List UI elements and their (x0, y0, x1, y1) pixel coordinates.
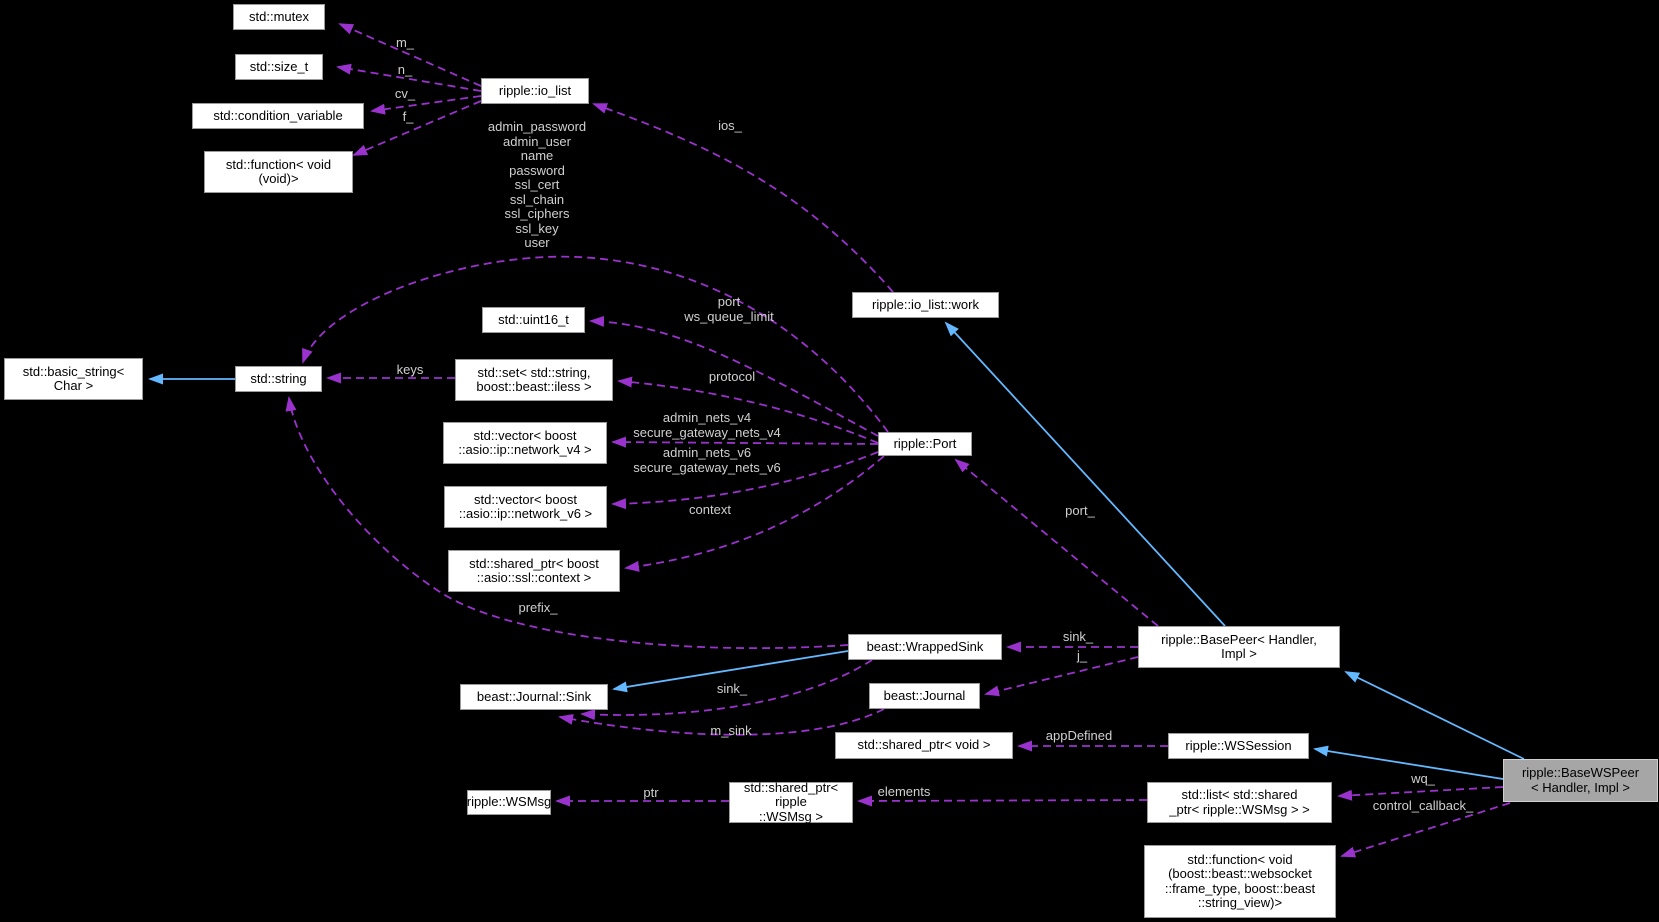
node-beast-wrappedsink[interactable]: beast::WrappedSink (848, 634, 1002, 660)
node-ripple-port[interactable]: ripple::Port (878, 432, 972, 456)
node-std-function-frame-type[interactable]: std::function< void (boost::beast::webso… (1144, 845, 1336, 918)
node-std-shared-ptr-ssl-context[interactable]: std::shared_ptr< boost ::asio::ssl::cont… (448, 550, 620, 592)
node-beast-journal-sink[interactable]: beast::Journal::Sink (460, 684, 608, 710)
edge-basewspeer-function-controlcallback (1340, 802, 1511, 858)
node-std-basic-string-char[interactable]: std::basic_string< Char > (4, 358, 143, 400)
edge-iolist-function (352, 100, 482, 156)
node-beast-journal[interactable]: beast::Journal (869, 683, 980, 709)
edge-journal-journalsink-msink (558, 708, 885, 736)
edge-iolist-sizet (336, 63, 482, 92)
node-std-size-t[interactable]: std::size_t (235, 54, 323, 80)
edge-port-sslcontext (624, 455, 885, 572)
edge-port-vector-v4 (611, 436, 879, 448)
node-std-set-string-iless[interactable]: std::set< std::string, boost::beast::ile… (455, 359, 613, 401)
edge-wrappedsink-journalsink-sink (580, 659, 873, 721)
edge-wrappedsink-string-prefix (285, 396, 849, 650)
inherit-basewspeer-wssession (1313, 745, 1504, 780)
node-ripple-io-list[interactable]: ripple::io_list (481, 78, 589, 104)
edge-basepeer-journal-j (984, 656, 1139, 697)
node-ripple-wsmsg[interactable]: ripple::WSMsg (467, 790, 551, 815)
node-std-shared-ptr-void[interactable]: std::shared_ptr< void > (835, 732, 1013, 759)
node-std-vector-network-v6[interactable]: std::vector< boost ::asio::ip::network_v… (444, 486, 607, 528)
node-std-vector-network-v4[interactable]: std::vector< boost ::asio::ip::network_v… (443, 422, 607, 464)
inherit-wrappedsink-journalsink (612, 650, 849, 693)
edge-port-uint16 (589, 315, 879, 437)
node-std-shared-ptr-wsmsg[interactable]: std::shared_ptr< ripple ::WSMsg > (729, 780, 853, 824)
node-std-function-void[interactable]: std::function< void (void)> (204, 151, 353, 193)
inherit-basepeer-work (944, 321, 1226, 627)
node-ripple-basepeer[interactable]: ripple::BasePeer< Handler, Impl > (1138, 626, 1340, 668)
edge-port-string-strings (302, 255, 889, 433)
node-std-condition-variable[interactable]: std::condition_variable (192, 103, 364, 129)
edge-iolist-condvar (370, 95, 482, 115)
edge-basepeer-port (954, 458, 1159, 627)
node-std-mutex[interactable]: std::mutex (233, 4, 325, 30)
node-std-string[interactable]: std::string (235, 366, 322, 392)
edge-list-sharedptrwsmsg-elements (857, 795, 1148, 807)
node-ripple-io-list-work[interactable]: ripple::io_list::work (852, 292, 999, 318)
node-std-list-shared-ptr-wsmsg[interactable]: std::list< std::shared _ptr< ripple::WSM… (1147, 782, 1332, 823)
edge-iolist-mutex (338, 23, 482, 87)
node-std-uint16-t[interactable]: std::uint16_t (482, 307, 585, 333)
inherit-basewspeer-basepeer (1344, 671, 1525, 760)
edge-basewspeer-list-wq (1337, 786, 1504, 801)
node-ripple-wssession[interactable]: ripple::WSSession (1168, 733, 1309, 759)
edge-port-vector-v6 (611, 451, 879, 510)
edge-port-set-protocol (617, 376, 879, 444)
node-ripple-basewspeer: ripple::BaseWSPeer < Handler, Impl > (1503, 759, 1658, 802)
edge-work-iolist-ios (592, 103, 894, 293)
